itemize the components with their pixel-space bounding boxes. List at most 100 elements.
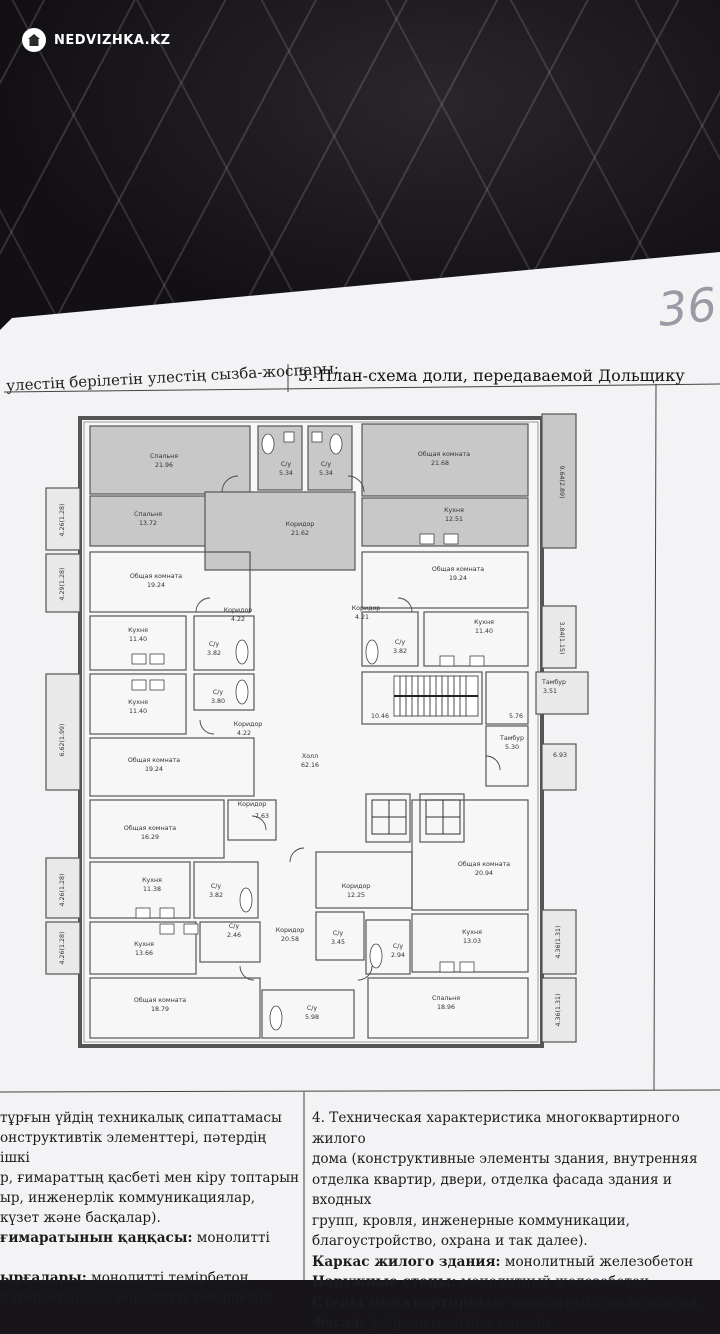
room-name: Тамбур	[499, 734, 524, 742]
room-name: С/у	[229, 923, 240, 930]
room-area: 62.16	[301, 762, 319, 769]
door-arcs	[195, 475, 501, 981]
room-area: 3.80	[211, 698, 225, 705]
text-line: р, ғимараттың қасбеті мен кіру топтарын	[0, 1170, 300, 1186]
room-name: С/у	[395, 639, 406, 646]
text-line: групп, кровля, инженерные коммуникации,	[312, 1212, 630, 1229]
page-number: 36	[655, 277, 720, 337]
room-name: С/у	[307, 1005, 318, 1012]
room-name: Коридор	[224, 607, 253, 614]
room-name: Тамбур	[541, 678, 566, 686]
room-name: Общая комната	[432, 565, 484, 573]
room-name: Кухня	[128, 699, 148, 706]
room-area: 19.24	[449, 575, 467, 582]
room-area: 11.40	[475, 628, 493, 635]
text-line: дома (конструктивные элементы здания, вн…	[312, 1151, 698, 1167]
room-name: Коридор	[352, 605, 381, 612]
room-area: 12.51	[445, 516, 463, 523]
room-area: 3.82	[207, 650, 221, 657]
room-area: 13.72	[139, 520, 157, 527]
balcony-area: 4.36(1.31)	[555, 994, 562, 1027]
balcony-area: 6.62(1.99)	[59, 724, 66, 757]
text-column-kazakh: тұрғын үйдің техникалық сипаттамасы онст…	[0, 1108, 300, 1308]
room-name: С/у	[209, 641, 220, 648]
text-line: ыр, инженерлік коммуникациялар,	[0, 1190, 256, 1206]
staircase	[393, 675, 479, 717]
text-line: 4. Техническая характеристика многокварт…	[312, 1110, 680, 1147]
room-area: 5.98	[305, 1014, 319, 1021]
room-name: Кухня	[142, 877, 162, 884]
room-area: 20.58	[281, 936, 299, 943]
shaded-apartment	[89, 413, 577, 571]
room-name: Общая комната	[124, 824, 176, 832]
room-area: 7.63	[255, 813, 269, 820]
text-line: Каркас жилого здания: монолитный железоб…	[312, 1253, 694, 1270]
house-icon	[22, 28, 46, 52]
room-area: 3.82	[209, 892, 223, 899]
balconies	[45, 487, 589, 1043]
text-line: Наружные стены: монолитный железобетон	[312, 1274, 650, 1290]
room-area: 5.76	[509, 713, 523, 720]
room-area: 2.46	[227, 932, 241, 939]
room-area: 5.30	[505, 744, 519, 751]
text-column-russian: 4. Техническая характеристика многокварт…	[312, 1108, 718, 1334]
room-area: 3.51	[543, 688, 557, 695]
room-area: 11.38	[143, 886, 161, 893]
balcony-area: 4.29(1.28)	[59, 568, 66, 601]
room-area: 4.22	[237, 730, 251, 737]
room-area: 10.46	[371, 713, 389, 720]
room-area: 12.25	[347, 892, 365, 899]
room-name: Спальня	[150, 453, 178, 460]
text-line: Фасад: фиброцементные панели	[312, 1315, 551, 1331]
balcony-area: 4.36(1.31)	[555, 926, 562, 959]
room-name: Кухня	[128, 627, 148, 634]
room-area: 5.34	[279, 470, 293, 477]
room-name: Общая комната	[458, 860, 510, 868]
balcony-area: 4.26(1.28)	[59, 504, 66, 537]
room-area: 2.94	[391, 952, 405, 959]
room-area: 20.94	[475, 870, 493, 877]
room-area: 11.40	[129, 636, 147, 643]
text-line: благоустройство, охрана и так далее).	[312, 1233, 588, 1249]
room-name: Кухня	[134, 941, 154, 948]
room-name: Общая комната	[418, 450, 470, 458]
balcony-area: 4.26(1.28)	[59, 932, 66, 965]
balcony-area: 9.64(2.89)	[558, 466, 565, 499]
text-line: Стены межквартирные: монолитный железобе…	[312, 1294, 703, 1311]
balcony-area: 4.26(1.28)	[59, 874, 66, 907]
lift-shafts	[371, 799, 461, 835]
room-name: Общая комната	[128, 756, 180, 764]
room-name: С/у	[321, 461, 332, 468]
room-name: Кухня	[474, 619, 494, 626]
room-area: 6.93	[553, 752, 567, 759]
floor-plan-page: Спальня 21.96 С/у 5.34 С/у 5.34 Общая ко…	[0, 252, 720, 1280]
text-line: пәтерлерарасы монолитті темірбетон	[0, 1290, 273, 1306]
header-right: 3. План-схема доли, передаваемой Дольщик…	[298, 366, 685, 385]
text-line: отделка квартир, двери, отделка фасада з…	[312, 1171, 672, 1209]
room-name: Кухня	[462, 929, 482, 936]
watermark-text: NEDVIZHKA.KZ	[54, 32, 171, 48]
room-name: Коридор	[276, 927, 305, 934]
balcony-labels: 4.26(1.28) 4.29(1.28) 9.64(2.89) 3.84(1.…	[59, 466, 565, 1027]
room-name: Холл	[302, 753, 318, 760]
balcony-area: 3.84(1.15)	[558, 622, 565, 655]
room-area: 5.34	[319, 470, 333, 477]
room-area: 3.82	[393, 648, 407, 655]
room-name: С/у	[281, 461, 292, 468]
room-area: 21.96	[155, 462, 173, 469]
text-line: ғимаратынын қаңқасы: монолитті	[0, 1230, 270, 1246]
text-line: ырғалары: монолитті темірбетон	[0, 1270, 249, 1286]
room-area: 16.29	[141, 834, 159, 841]
watermark: NEDVIZHKA.KZ	[22, 28, 171, 52]
room-area: 18.79	[151, 1006, 169, 1013]
room-name: С/у	[211, 883, 222, 890]
room-area: 21.62	[291, 530, 309, 537]
room-name: Коридор	[286, 521, 315, 528]
room-name: Спальня	[432, 995, 460, 1002]
room-area: 18.96	[437, 1004, 455, 1011]
room-name: Коридор	[234, 721, 263, 728]
room-area: 3.45	[331, 939, 345, 946]
room-area: 19.24	[147, 582, 165, 589]
room-name: Коридор	[238, 801, 267, 808]
table-frame	[0, 364, 720, 1280]
